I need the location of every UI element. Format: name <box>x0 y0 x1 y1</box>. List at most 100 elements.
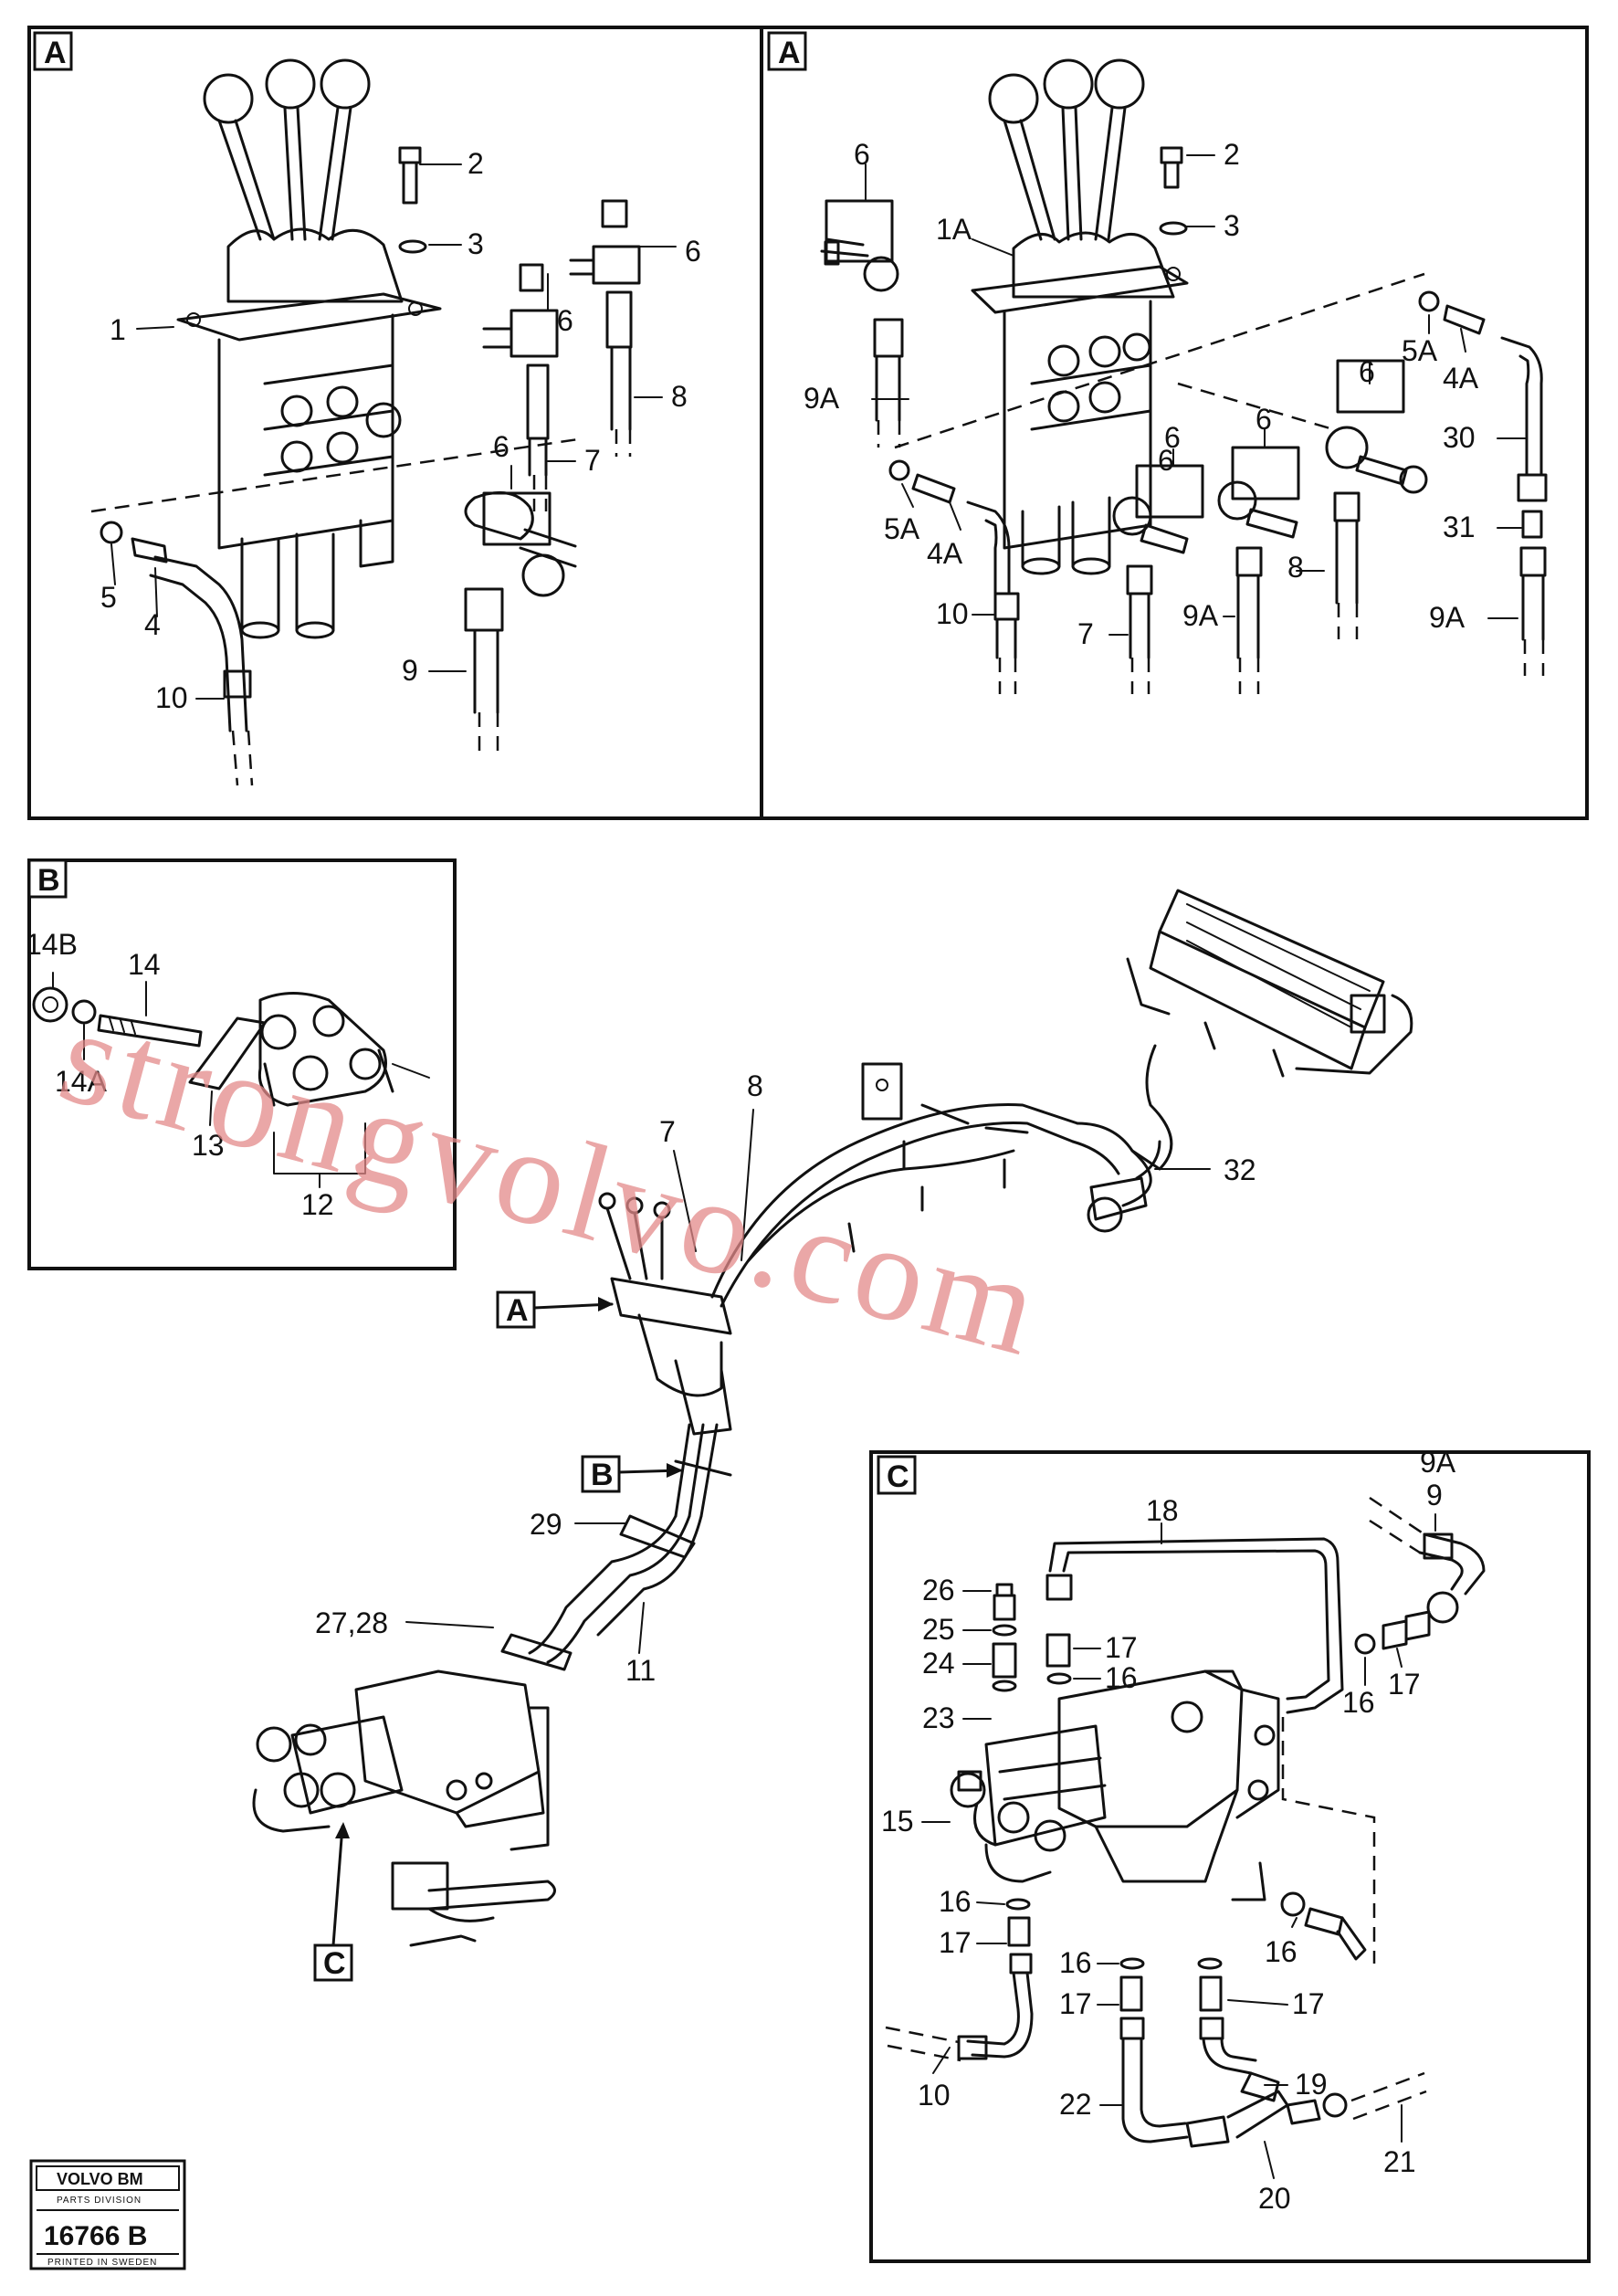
part-label: 3 <box>1224 209 1240 242</box>
overview-callouts: A B C <box>313 1290 683 1982</box>
clamp-assembly <box>32 986 430 1174</box>
panel-c-tag: C <box>887 1459 909 1494</box>
panel-b-frame <box>27 858 457 1270</box>
fitting-column-upper <box>992 1574 1073 1692</box>
part-label: 31 <box>1443 511 1476 543</box>
assembly-line-right-2 <box>1177 382 1334 431</box>
part-label: 6 <box>854 138 870 171</box>
hoses <box>100 345 632 786</box>
part-label: 16 <box>1265 1935 1298 1968</box>
part-label: 4A <box>927 537 963 570</box>
part-label: 10 <box>918 2079 951 2112</box>
part-label: 10 <box>936 597 969 630</box>
part-label: 10 <box>155 681 188 714</box>
part-label: 2 <box>1224 138 1240 171</box>
watermark-text: strongvolvo.com <box>46 979 1057 1386</box>
part-label: 1A <box>936 213 972 246</box>
part-label: 6 <box>1158 444 1174 477</box>
assembly-line-right <box>894 272 1425 449</box>
overview-control-valve <box>598 1192 732 1518</box>
part-label: 22 <box>1059 2088 1092 2121</box>
callout-a: A <box>506 1293 529 1328</box>
part-label: 14A <box>55 1065 108 1098</box>
callout-c: C <box>323 1946 346 1981</box>
part-label: 4A <box>1443 362 1479 395</box>
bolt-and-washer-right <box>1159 146 1188 236</box>
part-label: 17 <box>939 1926 972 1959</box>
panel-b-tag: B <box>37 863 60 898</box>
part-label: 26 <box>922 1574 955 1606</box>
part-label: 8 <box>747 1069 763 1102</box>
part-label: 9A <box>1420 1446 1456 1479</box>
part-label: 23 <box>922 1701 955 1734</box>
bolt-and-washer <box>398 146 427 254</box>
part-label: 25 <box>922 1613 955 1646</box>
lower-hoses <box>500 1459 732 1671</box>
part-label: 17 <box>1059 1987 1092 2020</box>
part-label: 15 <box>881 1805 914 1838</box>
part-label: 21 <box>1383 2145 1416 2178</box>
part-label: 13 <box>192 1129 225 1162</box>
part-labels-b: 14B 14 14A 13 12 <box>26 928 334 1221</box>
part-label: 6 <box>557 304 573 337</box>
elbow-fittings <box>820 199 904 448</box>
control-valve-handles-1a <box>971 58 1189 575</box>
part-label: 9A <box>804 382 840 415</box>
part-labels-c: 18 9A 9 26 25 24 23 17 16 16 17 15 16 <box>881 1446 1456 2215</box>
part-label: 20 <box>1258 2182 1291 2215</box>
panel-a-left-frame <box>27 26 763 820</box>
part-label: 5A <box>884 512 920 545</box>
tube-18 <box>1048 1537 1344 1714</box>
part-label: 19 <box>1295 2068 1328 2101</box>
part-label: 32 <box>1224 1153 1256 1186</box>
panel-a-right-frame <box>760 26 1589 820</box>
panel-a-right-tag-box <box>767 31 807 71</box>
valve-stack <box>950 1669 1280 1901</box>
part-label: 14B <box>26 928 78 961</box>
part-label: 3 <box>468 227 484 260</box>
part-label: 2 <box>468 147 484 180</box>
lower-fittings-right <box>888 359 1428 694</box>
panel-a-left-tag: A <box>44 36 67 70</box>
main-valve-block <box>252 1669 556 1947</box>
control-valve-handles <box>176 58 442 639</box>
hose-9 <box>1354 1496 1486 1655</box>
callout-b-box <box>581 1455 621 1493</box>
part-label: 5A <box>1402 334 1438 367</box>
part-label: 16 <box>1105 1661 1138 1694</box>
panel-a-left-tag-box <box>33 31 73 71</box>
right-side-fittings <box>1418 290 1548 676</box>
hose-bundle <box>710 1044 1173 1308</box>
oil-cooler <box>1126 889 1413 1078</box>
part-label: 8 <box>1287 551 1304 584</box>
part-label: 5 <box>100 581 117 614</box>
part-label: 7 <box>584 444 601 477</box>
tee-fittings <box>464 199 641 632</box>
part-label: 6 <box>493 430 510 463</box>
overview-assembly: 8 7 32 29 27,28 11 A B C <box>252 889 1413 1982</box>
fitting-column-lower <box>885 1898 1427 2148</box>
part-label: 27,28 <box>315 1606 388 1639</box>
part-label: 16 <box>1059 1946 1092 1979</box>
part-label: 24 <box>922 1647 955 1680</box>
part-label: 1 <box>110 313 126 346</box>
part-label: 17 <box>1388 1668 1421 1701</box>
part-label: 17 <box>1292 1987 1325 2020</box>
part-label: 16 <box>1342 1686 1375 1719</box>
part-label: 12 <box>301 1188 334 1221</box>
part-label: 9 <box>402 654 418 687</box>
part-label: 17 <box>1105 1631 1138 1664</box>
part-label: 18 <box>1146 1494 1179 1527</box>
watermark: strongvolvo.com <box>46 979 1057 1386</box>
part-label: 29 <box>530 1508 562 1541</box>
right-lower-fittings <box>1280 1891 1367 1961</box>
panel-b-tag-box <box>27 858 68 899</box>
badge-brand: VOLVO BM <box>57 2170 143 2188</box>
panel-c-frame <box>869 1450 1591 2263</box>
badge-printed: PRINTED IN SWEDEN <box>47 2258 157 2268</box>
part-label: 9A <box>1182 599 1219 632</box>
badge-number: 16766 B <box>44 2221 147 2251</box>
part-label: 11 <box>625 1654 656 1687</box>
badge-division: PARTS DIVISION <box>57 2196 142 2206</box>
